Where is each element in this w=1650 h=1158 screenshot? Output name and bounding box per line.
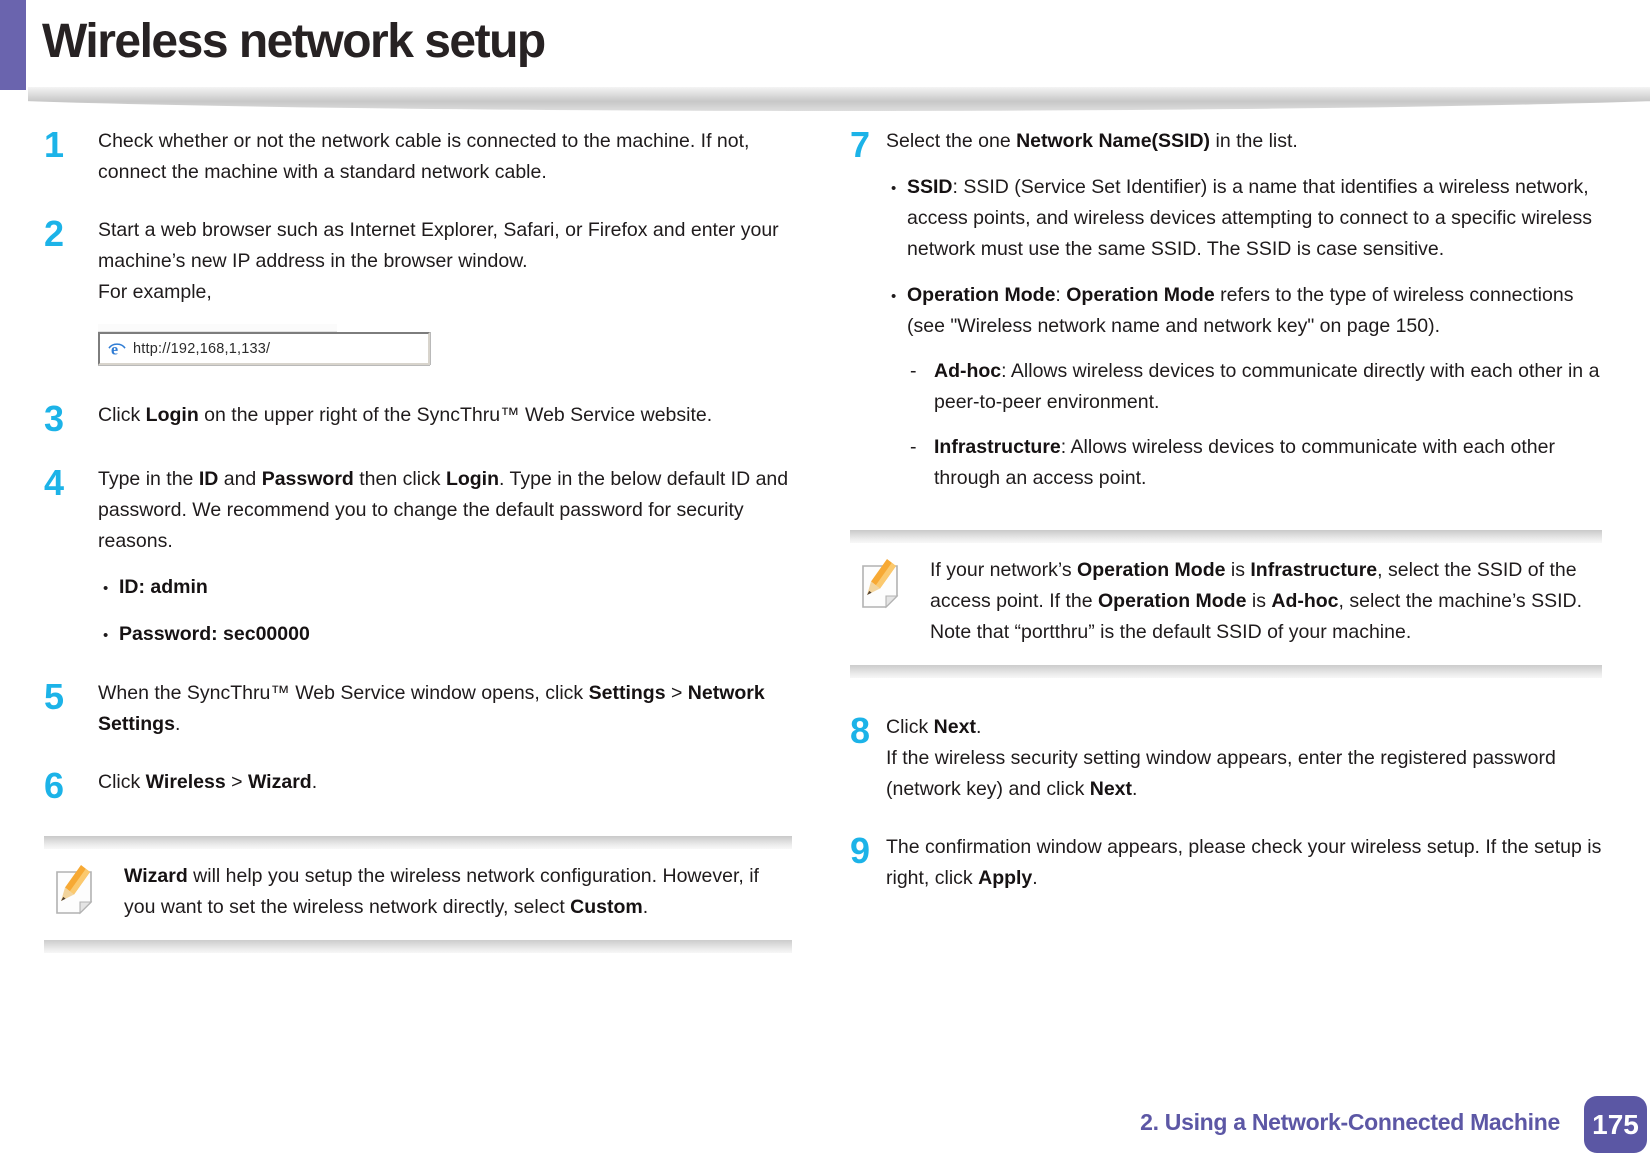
note-top-border bbox=[44, 836, 792, 849]
note-bottom-border bbox=[850, 665, 1602, 678]
page-number-badge: 175 bbox=[1584, 1096, 1647, 1153]
sub-list-item: Infrastructure: Allows wireless devices … bbox=[886, 432, 1602, 494]
step-7: 7 Select the one Network Name(SSID) in t… bbox=[850, 126, 1602, 494]
bullet-text: SSID: SSID (Service Set Identifier) is a… bbox=[907, 176, 1592, 260]
page-title: Wireless network setup bbox=[42, 15, 546, 68]
step-number: 3 bbox=[44, 398, 65, 439]
step-number: 7 bbox=[850, 124, 871, 165]
bullet-marker bbox=[886, 172, 907, 265]
step-text: Click Login on the upper right of the Sy… bbox=[98, 404, 713, 426]
note-bottom-border bbox=[44, 940, 792, 953]
dash-text: Infrastructure: Allows wireless devices … bbox=[934, 436, 1555, 489]
step-9: 9 The confirmation window appears, pleas… bbox=[850, 832, 1602, 894]
left-column: 1 Check whether or not the network cable… bbox=[44, 126, 792, 953]
note-box-operation-mode: If your network’s Operation Mode is Infr… bbox=[850, 530, 1602, 678]
sub-list-item: Ad-hoc: Allows wireless devices to commu… bbox=[886, 356, 1602, 418]
bullet-text: ID: admin bbox=[119, 576, 208, 598]
list-item: Operation Mode: Operation Mode refers to… bbox=[886, 280, 1602, 342]
title-divider-shadow bbox=[28, 87, 1650, 111]
bullet-marker bbox=[98, 572, 119, 604]
step-text: Select the one Network Name(SSID) in the… bbox=[886, 130, 1298, 152]
step-5: 5 When the SyncThru™ Web Service window … bbox=[44, 678, 792, 740]
step-8: 8 Click Next. If the wireless security s… bbox=[850, 712, 1602, 805]
address-url-text: http://192,168,1,133/ bbox=[133, 340, 271, 357]
dash-marker bbox=[910, 432, 934, 494]
list-item: SSID: SSID (Service Set Identifier) is a… bbox=[886, 172, 1602, 265]
chapter-accent-bar bbox=[0, 0, 26, 90]
step-number: 2 bbox=[44, 213, 65, 254]
dash-marker bbox=[910, 356, 934, 418]
step-3: 3 Click Login on the upper right of the … bbox=[44, 400, 792, 437]
step-2: 2 Start a web browser such as Internet E… bbox=[44, 215, 792, 373]
step-number: 8 bbox=[850, 710, 871, 751]
step-4: 4 Type in the ID and Password then click… bbox=[44, 464, 792, 651]
step-text: Check whether or not the network cable i… bbox=[98, 130, 750, 183]
note-text: Wizard will help you setup the wireless … bbox=[124, 865, 759, 918]
bullet-text: Password: sec00000 bbox=[119, 623, 310, 645]
step-text: Click Next. bbox=[886, 716, 982, 738]
browser-address-bar-screenshot: e http://192,168,1,133/ bbox=[98, 324, 430, 365]
step-number: 9 bbox=[850, 830, 871, 871]
step-text: Click Wireless > Wizard. bbox=[98, 771, 318, 793]
step-number: 1 bbox=[44, 124, 65, 165]
bullet-text: Operation Mode: Operation Mode refers to… bbox=[907, 284, 1574, 337]
note-pencil-icon bbox=[856, 555, 906, 648]
bullet-marker bbox=[98, 619, 119, 651]
list-item: Password: sec00000 bbox=[98, 619, 792, 651]
step-paragraph: If the wireless security setting window … bbox=[886, 747, 1556, 800]
note-box-wizard: Wizard will help you setup the wireless … bbox=[44, 836, 792, 953]
svg-text:e: e bbox=[111, 341, 118, 358]
browser-chrome-strip bbox=[98, 324, 338, 332]
step-number: 5 bbox=[44, 676, 65, 717]
ie-browser-icon: e bbox=[108, 341, 126, 358]
bullet-marker bbox=[886, 280, 907, 342]
step-1: 1 Check whether or not the network cable… bbox=[44, 126, 792, 188]
address-input: e http://192,168,1,133/ bbox=[98, 332, 430, 365]
list-item: ID: admin bbox=[98, 572, 792, 604]
right-column: 7 Select the one Network Name(SSID) in t… bbox=[850, 126, 1602, 921]
note-text: If your network’s Operation Mode is Infr… bbox=[930, 559, 1583, 643]
step-text: The confirmation window appears, please … bbox=[886, 836, 1602, 889]
step-number: 4 bbox=[44, 462, 65, 503]
example-label: For example, bbox=[98, 281, 212, 303]
dash-text: Ad-hoc: Allows wireless devices to commu… bbox=[934, 360, 1600, 413]
footer-section-label: 2. Using a Network-Connected Machine bbox=[1140, 1109, 1560, 1135]
step-text: Type in the ID and Password then click L… bbox=[98, 468, 789, 552]
step-text: When the SyncThru™ Web Service window op… bbox=[98, 682, 765, 735]
note-top-border bbox=[850, 530, 1602, 543]
step-text: Start a web browser such as Internet Exp… bbox=[98, 219, 779, 272]
note-pencil-icon bbox=[50, 861, 100, 923]
step-6: 6 Click Wireless > Wizard. bbox=[44, 767, 792, 804]
step-number: 6 bbox=[44, 765, 65, 806]
